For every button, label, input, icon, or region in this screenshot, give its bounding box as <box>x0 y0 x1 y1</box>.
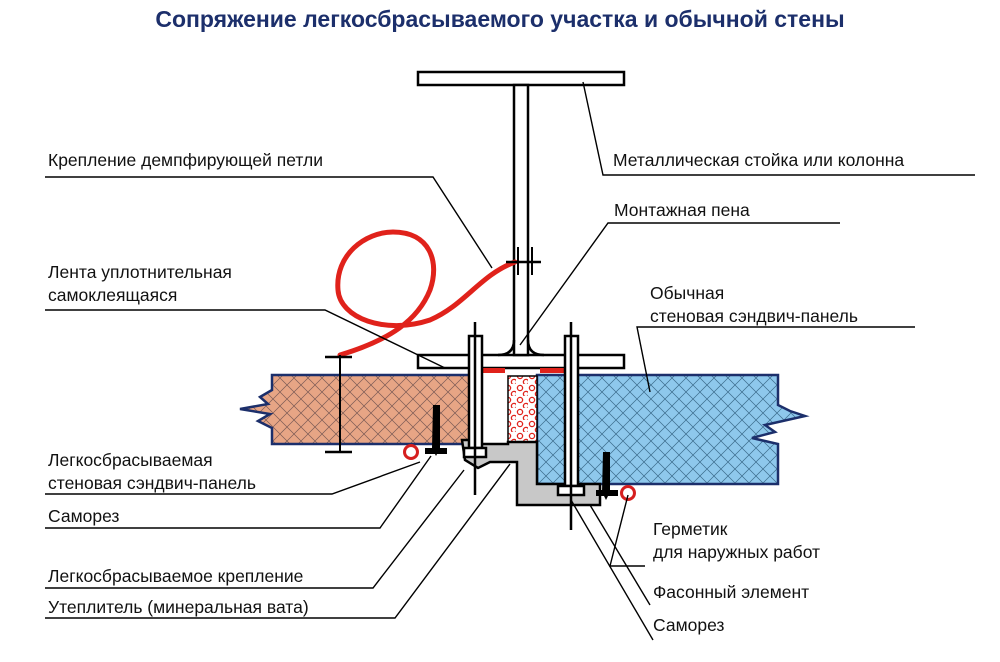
label-sealant-line1: Герметик <box>653 519 728 539</box>
label-blowout-line1: Легкосбрасываемая <box>48 450 213 470</box>
label-screw-right: Саморез <box>653 615 725 635</box>
leader-lines <box>45 81 975 641</box>
label-blowout-line2: стеновая сэндвич-панель <box>48 473 256 493</box>
through-bolt-left <box>462 322 488 495</box>
label-column: Металлическая стойка или колонна <box>613 150 905 170</box>
mineral-wool-insulation <box>507 375 538 443</box>
label-screw-left: Саморез <box>48 506 120 526</box>
label-shaped-element: Фасонный элемент <box>653 582 810 602</box>
label-sealant-line2: для наружных работ <box>653 542 821 562</box>
label-insulation: Утеплитель (минеральная вата) <box>48 597 309 617</box>
sealant-beads <box>403 444 636 501</box>
label-foam: Монтажная пена <box>614 200 750 220</box>
steel-column <box>416 70 626 370</box>
label-damper-mount: Крепление демпфирующей петли <box>48 150 323 170</box>
label-regular-line2: стеновая сэндвич-панель <box>650 306 858 326</box>
label-blowout-fastener: Легкосбрасываемое крепление <box>48 566 304 586</box>
blowout-sandwich-panel <box>239 373 482 446</box>
self-tapping-screw-right <box>596 452 618 500</box>
damper-loop <box>325 229 541 454</box>
label-tape-line2: самоклеящаяся <box>48 285 178 305</box>
through-bolt-right <box>556 322 586 530</box>
label-tape-line1: Лента уплотнительная <box>48 262 232 282</box>
self-tapping-screw-left <box>425 405 447 456</box>
sealing-tape <box>480 368 565 373</box>
diagram-title: Сопряжение легкосбрасываемого участка и … <box>155 6 845 32</box>
label-regular-line1: Обычная <box>650 283 725 303</box>
